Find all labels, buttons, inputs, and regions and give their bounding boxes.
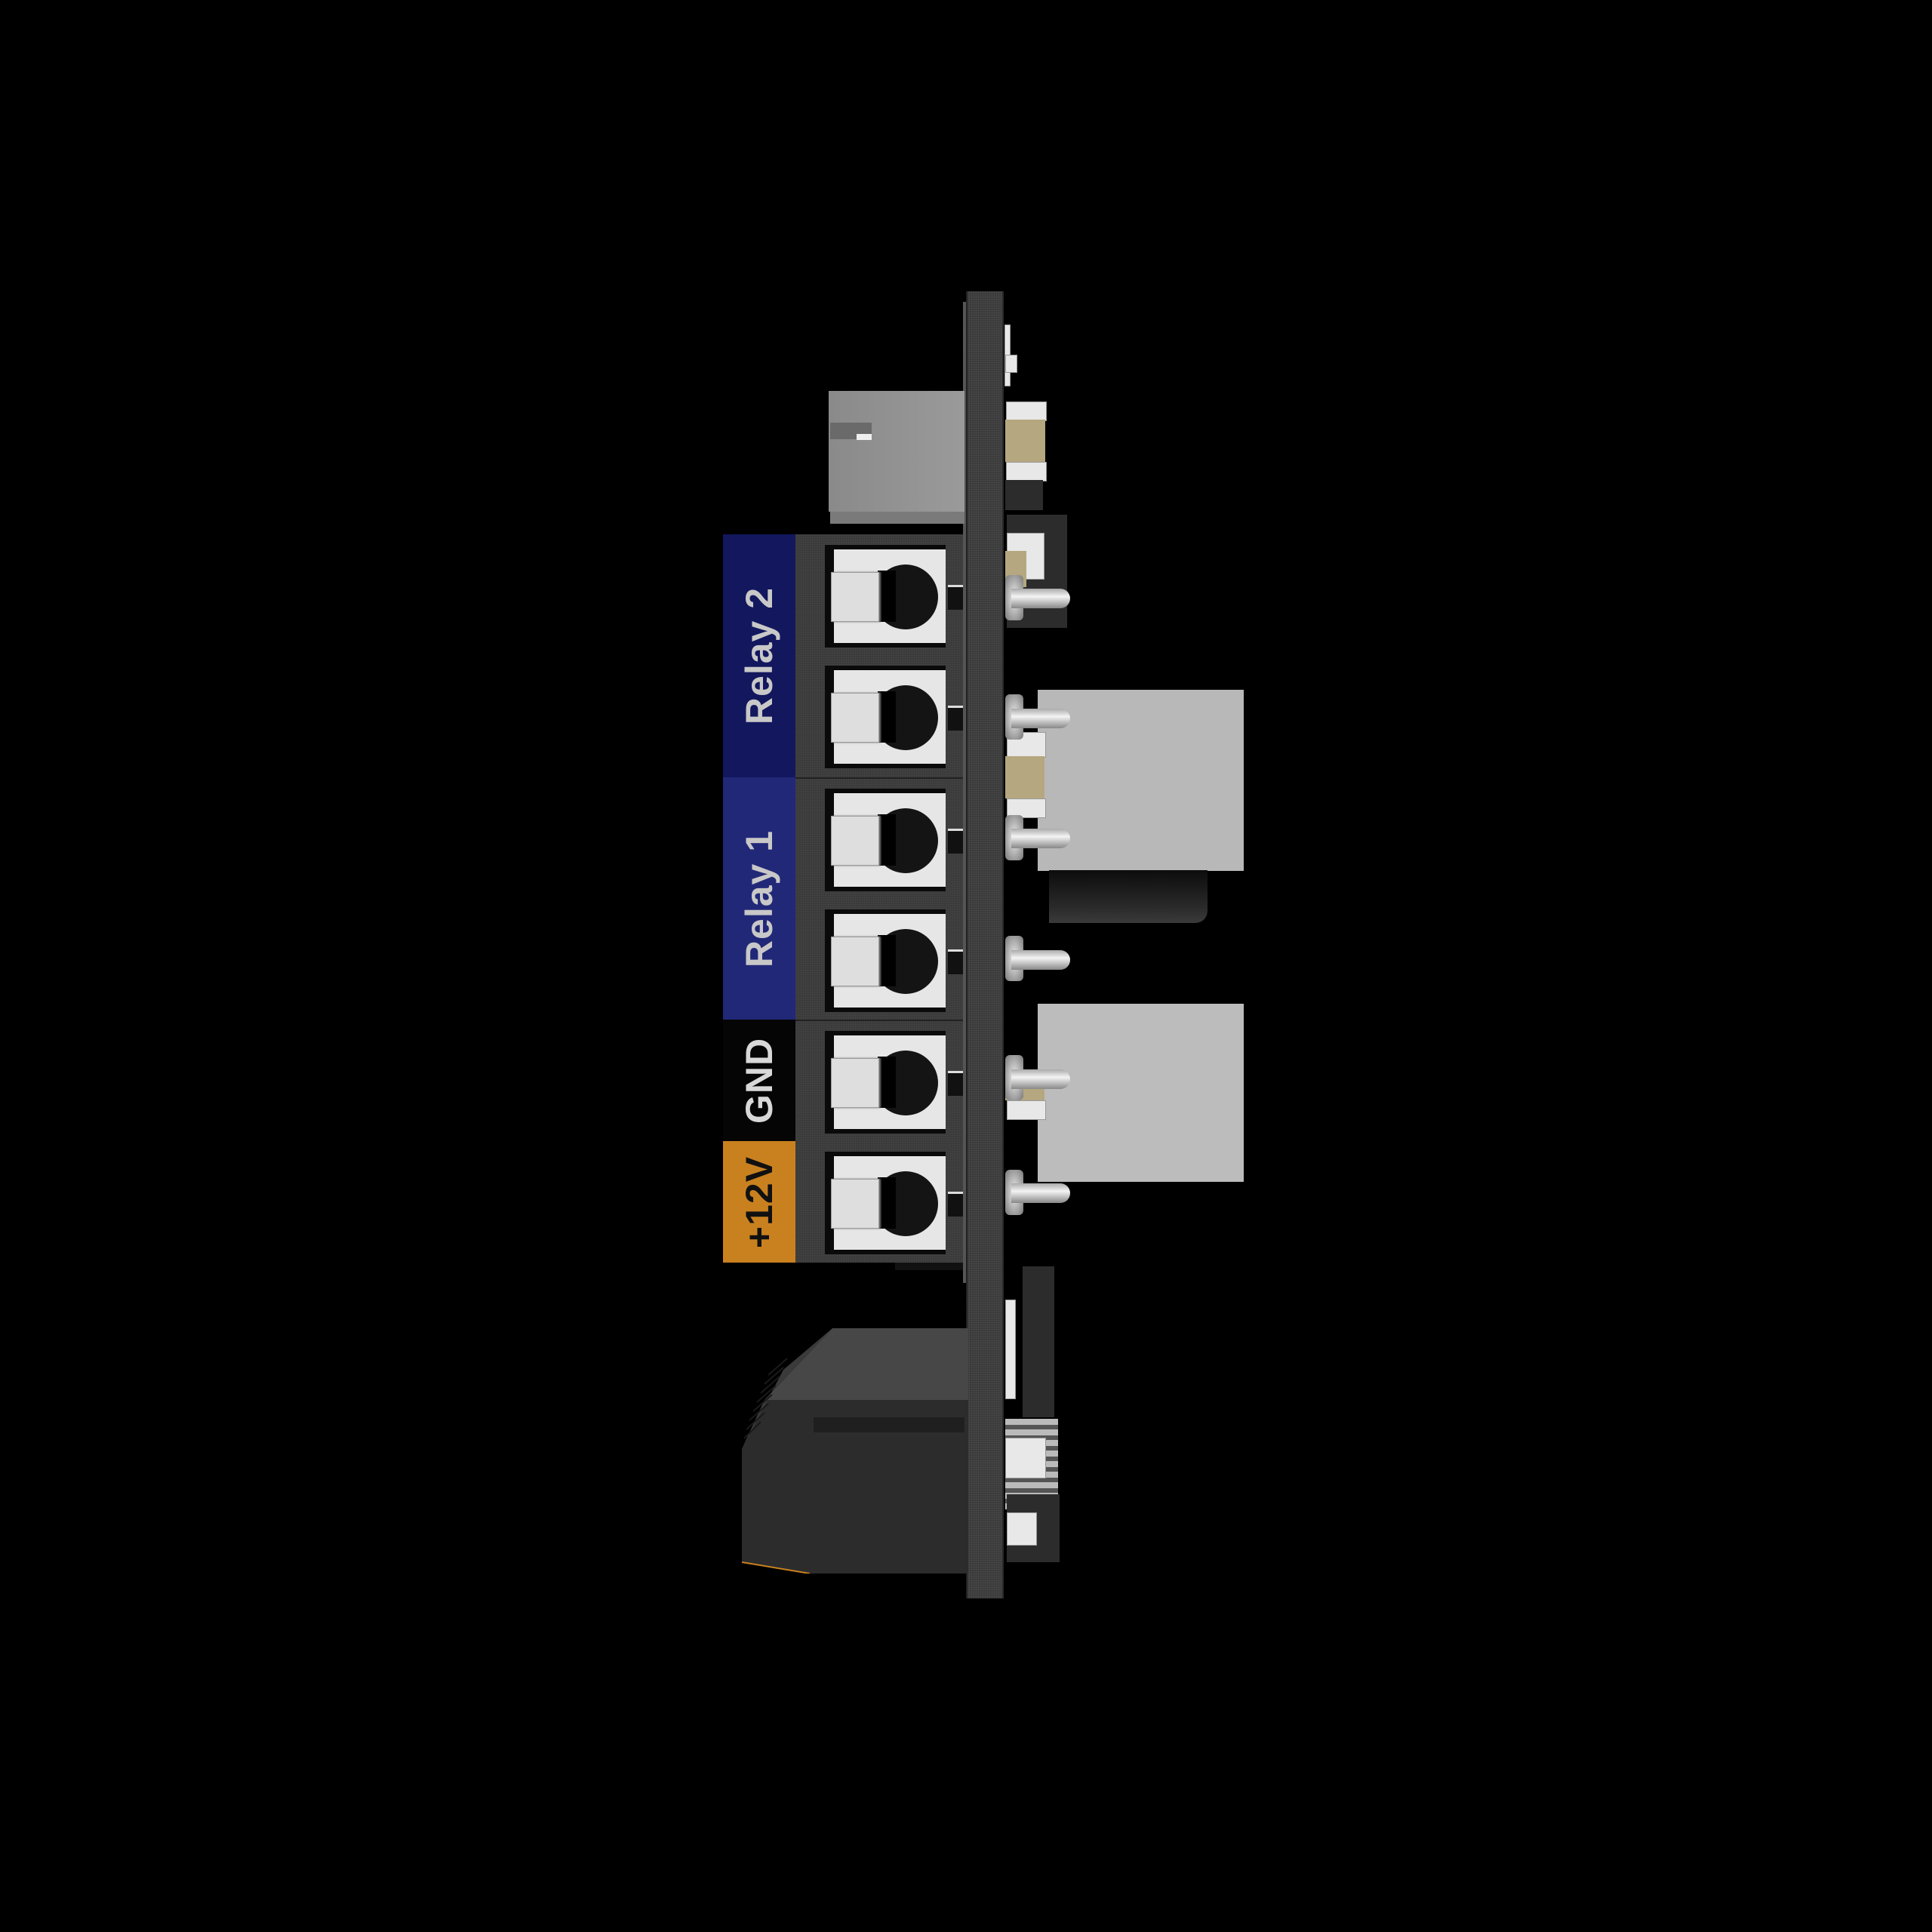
terminal-face (831, 1156, 946, 1250)
label-relay-2-text: Relay 2 (738, 586, 780, 725)
label-12v: +12V (723, 1141, 795, 1263)
terminal-lever[interactable] (831, 572, 879, 622)
terminal-slot-1[interactable] (825, 545, 946, 648)
label-gnd: GND (723, 1020, 795, 1141)
label-relay-2: Relay 2 (723, 534, 795, 777)
smd-component (1007, 798, 1046, 818)
smd-component (1005, 756, 1044, 798)
terminal-pin (948, 585, 963, 610)
terminal-slot-6[interactable] (825, 1152, 946, 1254)
terminal-lever[interactable] (831, 937, 879, 986)
terminal-face (831, 670, 946, 764)
rear-connector-2 (1038, 1004, 1244, 1182)
terminal-face (831, 793, 946, 887)
terminal-face (831, 549, 946, 643)
terminal-divider (795, 1020, 963, 1021)
smd-component (1005, 420, 1045, 462)
jack-sleeve[interactable] (1011, 829, 1070, 848)
terminal-lever[interactable] (831, 816, 879, 866)
terminal-pin (948, 949, 963, 974)
terminal-slot-2[interactable] (825, 666, 946, 768)
smd-component (1006, 401, 1047, 421)
terminal-pin (948, 829, 963, 854)
terminal-block-base (895, 1263, 963, 1270)
terminal-slot-4[interactable] (825, 909, 946, 1012)
smd-component (1006, 462, 1047, 481)
label-12v-text: +12V (738, 1155, 781, 1248)
terminal-pin (948, 1071, 963, 1096)
jack-sleeve[interactable] (1011, 1069, 1070, 1089)
terminal-lever[interactable] (831, 1058, 879, 1108)
label-relay-1: Relay 1 (723, 777, 795, 1020)
terminal-divider (795, 777, 963, 779)
jack-sleeve[interactable] (1011, 589, 1070, 608)
label-gnd-text: GND (738, 1037, 781, 1124)
jack-sleeve[interactable] (1011, 709, 1070, 728)
capacitor (1049, 870, 1208, 923)
top-connector-pin (857, 434, 872, 440)
terminal-slot-5[interactable] (825, 1031, 946, 1134)
terminal-block (795, 534, 963, 1263)
smd-component (1005, 1300, 1016, 1399)
rear-connector-1 (1038, 690, 1244, 871)
smd-component (1005, 1438, 1046, 1478)
top-connector-base (830, 512, 964, 524)
panel-lip (963, 302, 967, 1283)
top-connector-housing (829, 391, 964, 512)
terminal-pin (948, 706, 963, 731)
front-panel (966, 291, 1004, 1598)
terminal-pin (948, 1192, 963, 1217)
bottom-housing (742, 1328, 968, 1574)
terminal-slot-3[interactable] (825, 789, 946, 891)
jack-sleeve[interactable] (1011, 1183, 1070, 1203)
terminal-lever[interactable] (831, 1179, 879, 1229)
ic-package (1023, 1266, 1054, 1417)
smd-component (1007, 1100, 1046, 1120)
jack-sleeve[interactable] (1011, 950, 1070, 970)
label-relay-1-text: Relay 1 (738, 829, 780, 968)
smd-component (1005, 355, 1017, 373)
smd-component (1007, 1512, 1037, 1546)
terminal-face (831, 914, 946, 1008)
terminal-face (831, 1035, 946, 1129)
smd-component (1005, 480, 1043, 510)
terminal-lever[interactable] (831, 693, 879, 743)
